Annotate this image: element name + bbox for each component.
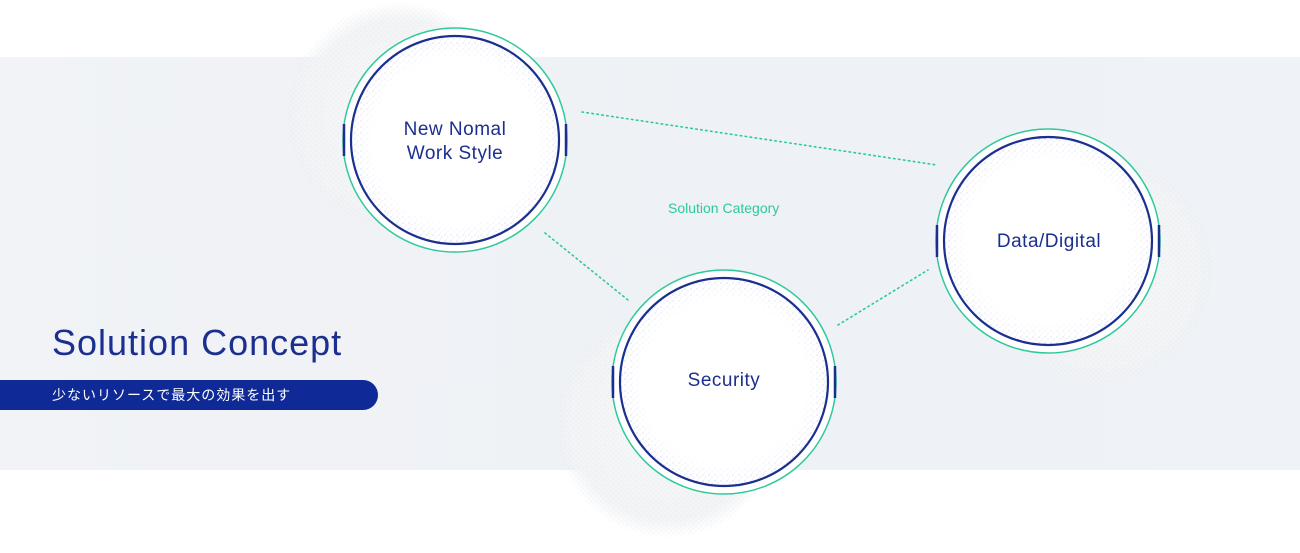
node-data-digital xyxy=(935,128,1161,354)
node-label-data-digital: Data/Digital xyxy=(969,230,1129,254)
node-label-line: New Nomal xyxy=(403,119,507,140)
connector-security-data-digital xyxy=(837,269,929,326)
node-label-line: Security xyxy=(687,370,761,391)
node-inner-fade xyxy=(351,36,559,244)
node-inner-ring xyxy=(618,276,830,488)
connector-new-normal-data-digital xyxy=(581,111,938,166)
solution-category-label: Solution Category xyxy=(668,200,780,216)
connector-new-normal-security xyxy=(544,232,629,301)
node-security xyxy=(611,269,837,495)
node-inner-fade xyxy=(620,278,828,486)
section-tagline: 少ないリソースで最大の効果を出す xyxy=(0,380,378,410)
node-new-normal-work-style xyxy=(342,27,568,253)
node-label-line: Data/Digital xyxy=(996,231,1102,252)
node-label-line: Work Style xyxy=(406,143,504,164)
node-label-security: Security xyxy=(644,369,804,393)
node-inner-fade xyxy=(944,137,1152,345)
connectors xyxy=(544,111,938,326)
node-inner-ring xyxy=(942,135,1154,347)
section-title: Solution Concept xyxy=(52,322,343,363)
node-label-new-normal: New Nomal Work Style xyxy=(375,118,535,166)
node-inner-ring xyxy=(349,34,561,246)
